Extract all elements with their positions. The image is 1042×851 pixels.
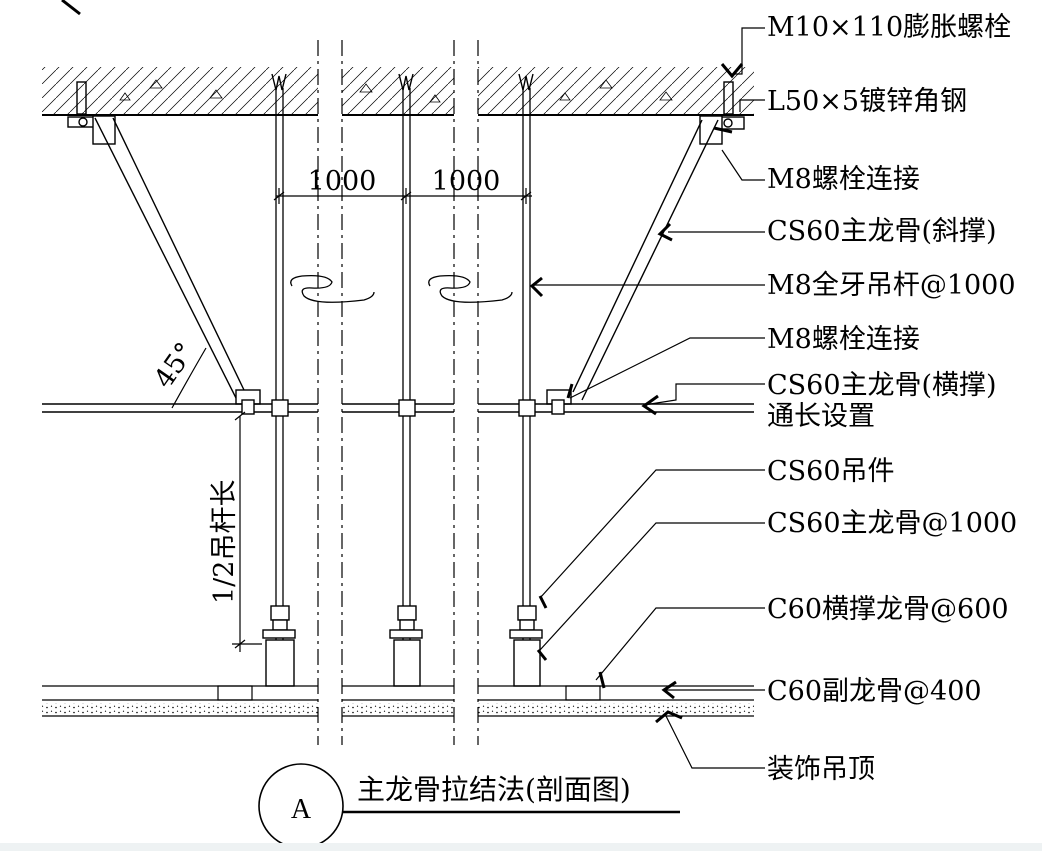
label-ceiling: 装饰吊顶 [767,754,875,785]
rod-anchors [271,73,534,91]
dimension-1000-left: 1000 [308,166,377,197]
label-hanging-rod: M8全牙吊杆@1000 [767,270,1016,301]
hanging-rods [275,88,531,640]
angle-label: 45° [148,337,201,394]
label-main-keel: CS60主龙骨@1000 [767,508,1017,539]
left-anchor [67,81,116,145]
annotation-labels: M10×110膨胀螺栓 L50×5镀锌角钢 M8螺栓连接 CS60主龙骨(斜撑)… [767,12,1017,785]
concrete-slab [42,67,754,116]
label-horizontal-brace: CS60主龙骨(横撑) [767,370,997,401]
label-sub-keel: C60副龙骨@400 [767,676,982,707]
label-hanger: CS60吊件 [767,456,895,487]
diagonal-brace-right [546,119,719,405]
label-bolt-mid: M8螺栓连接 [767,324,920,355]
break-lines [317,40,479,745]
drawing-title-text: 主龙骨拉结法(剖面图) [357,773,631,806]
leader-lines [534,27,765,769]
half-rod-label: 1/2吊杆长 [209,480,240,604]
label-diagonal-brace: CS60主龙骨(斜撑) [767,216,997,247]
hangers [262,605,543,687]
ceiling-assembly [42,685,754,717]
break-squiggles [290,274,513,303]
drawing-title: A 主龙骨拉结法(剖面图) [258,763,680,849]
label-continuous: 通长设置 [767,401,875,432]
arrow-ticks [529,63,744,724]
label-expansion-bolt: M10×110膨胀螺栓 [767,12,1011,43]
brace-bolts [241,399,565,417]
label-cross-keel: C60横撑龙骨@600 [767,594,1009,625]
bottom-band [0,843,1042,851]
label-bolt-top: M8螺栓连接 [767,164,920,195]
dimension-lines [171,188,532,652]
label-angle-steel: L50×5镀锌角钢 [767,86,967,117]
dimension-1000-right: 1000 [432,166,501,197]
section-marker-letter: A [291,794,312,825]
